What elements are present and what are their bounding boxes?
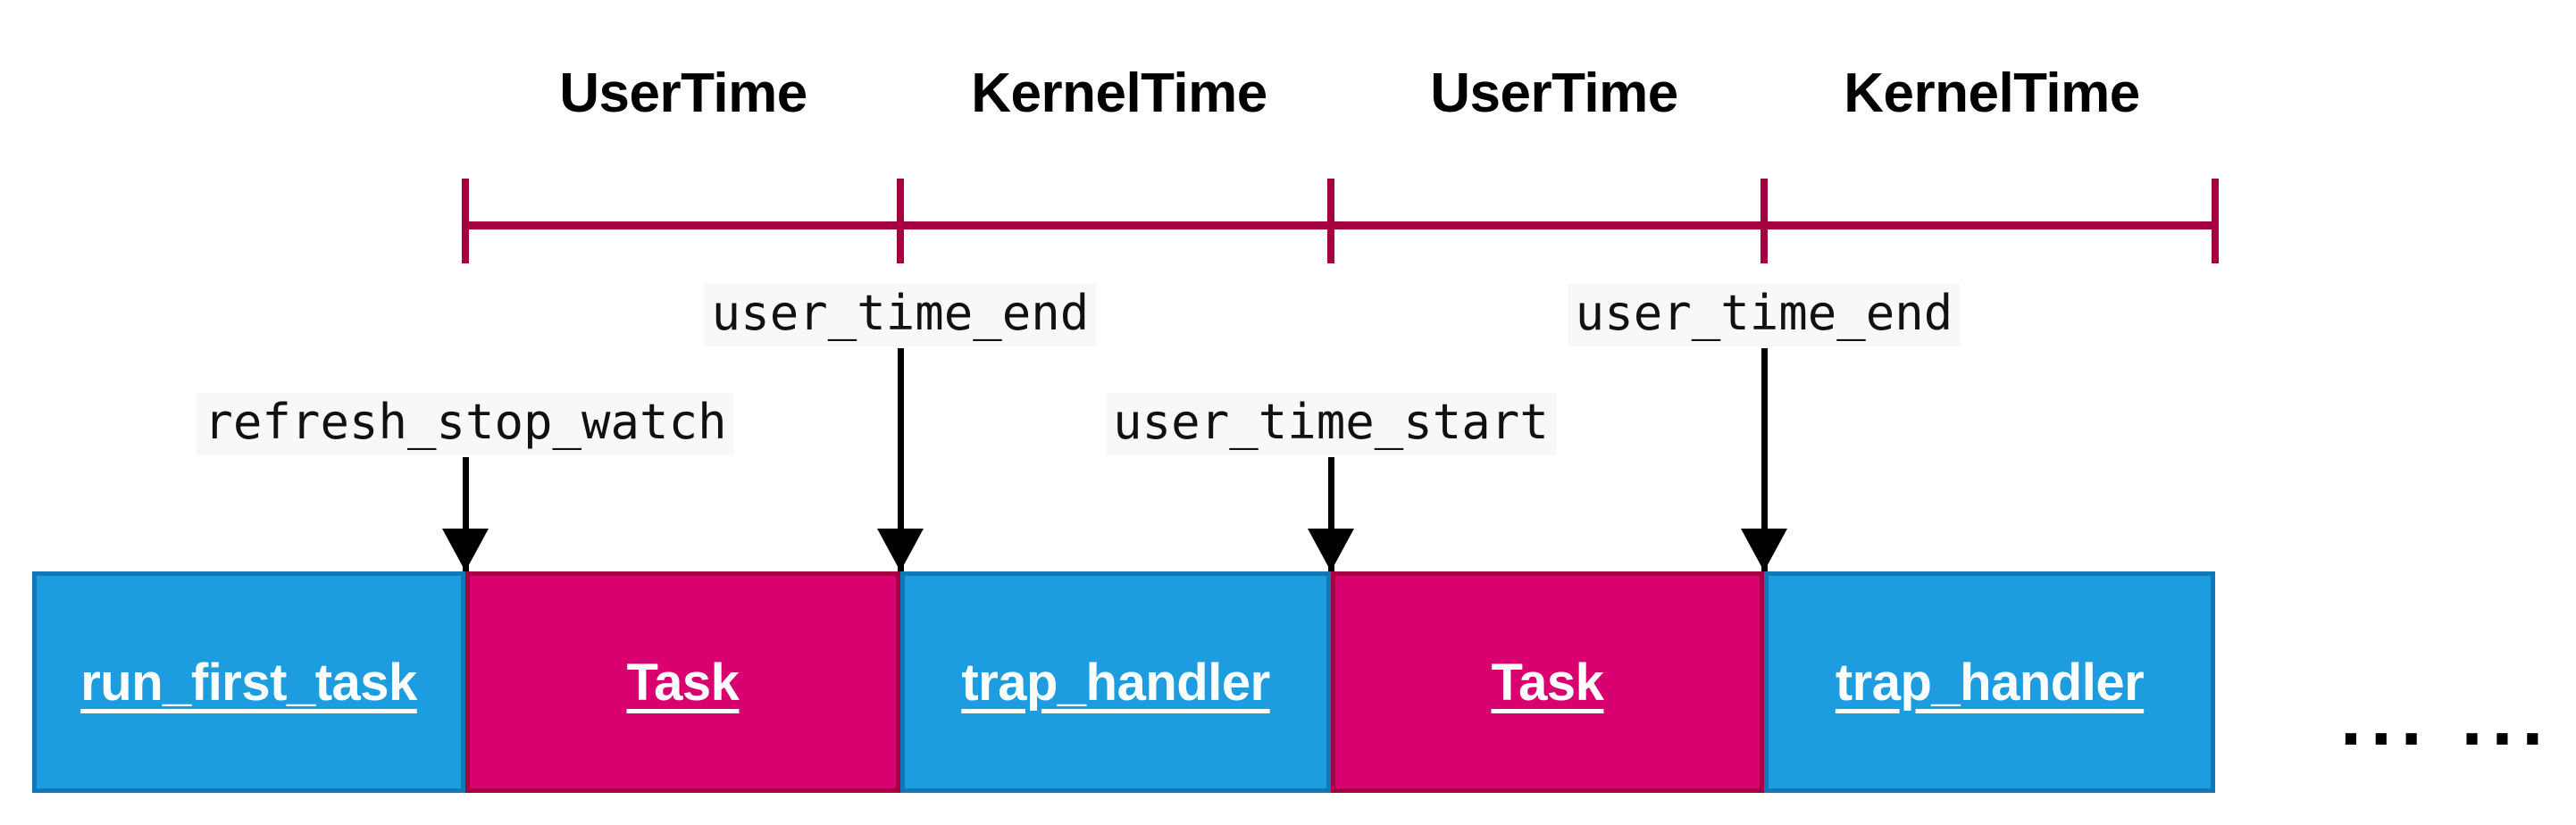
code-annotation-label: user_time_end <box>1568 284 1961 347</box>
arrow-head-icon <box>1741 529 1787 571</box>
timeline-segment[interactable]: trap_handler <box>900 571 1331 793</box>
timeline-segment-label: Task <box>626 653 740 712</box>
timeline-segment[interactable]: Task <box>465 571 900 793</box>
annotation-arrow <box>442 457 489 571</box>
timeline-segment-label: Task <box>1491 653 1604 712</box>
ruler-tick <box>897 179 904 263</box>
phase-label: UserTime <box>559 62 807 124</box>
annotation-arrow <box>877 348 924 571</box>
ruler-tick <box>1327 179 1334 263</box>
annotation-arrow <box>1308 457 1354 571</box>
arrow-head-icon <box>877 529 924 571</box>
timeline-segment-label: run_first_task <box>80 653 417 712</box>
ruler-tick <box>2212 179 2219 263</box>
code-annotation-label: user_time_end <box>704 284 1097 347</box>
timeline-segment[interactable]: Task <box>1331 571 1764 793</box>
ruler-tick <box>462 179 469 263</box>
phase-label: UserTime <box>1430 62 1678 124</box>
code-annotation-label: refresh_stop_watch <box>197 393 734 456</box>
phase-label: KernelTime <box>971 62 1267 124</box>
arrow-head-icon <box>442 529 489 571</box>
code-annotation-label: user_time_start <box>1106 393 1556 456</box>
arrow-shaft <box>462 457 469 571</box>
arrow-shaft <box>897 348 904 571</box>
timeline-segment-label: trap_handler <box>1835 653 2145 712</box>
continuation-ellipsis: ... ... <box>2340 676 2553 762</box>
timeline-segment[interactable]: run_first_task <box>32 571 465 793</box>
arrow-shaft <box>1761 348 1768 571</box>
phase-label: KernelTime <box>1844 62 2140 124</box>
ruler-tick <box>1761 179 1768 263</box>
annotation-arrow <box>1741 348 1787 571</box>
timeline-segment-label: trap_handler <box>961 653 1270 712</box>
timeline-segment[interactable]: trap_handler <box>1764 571 2215 793</box>
ruler-baseline <box>465 221 2215 229</box>
arrow-shaft <box>1327 457 1334 571</box>
arrow-head-icon <box>1308 529 1354 571</box>
